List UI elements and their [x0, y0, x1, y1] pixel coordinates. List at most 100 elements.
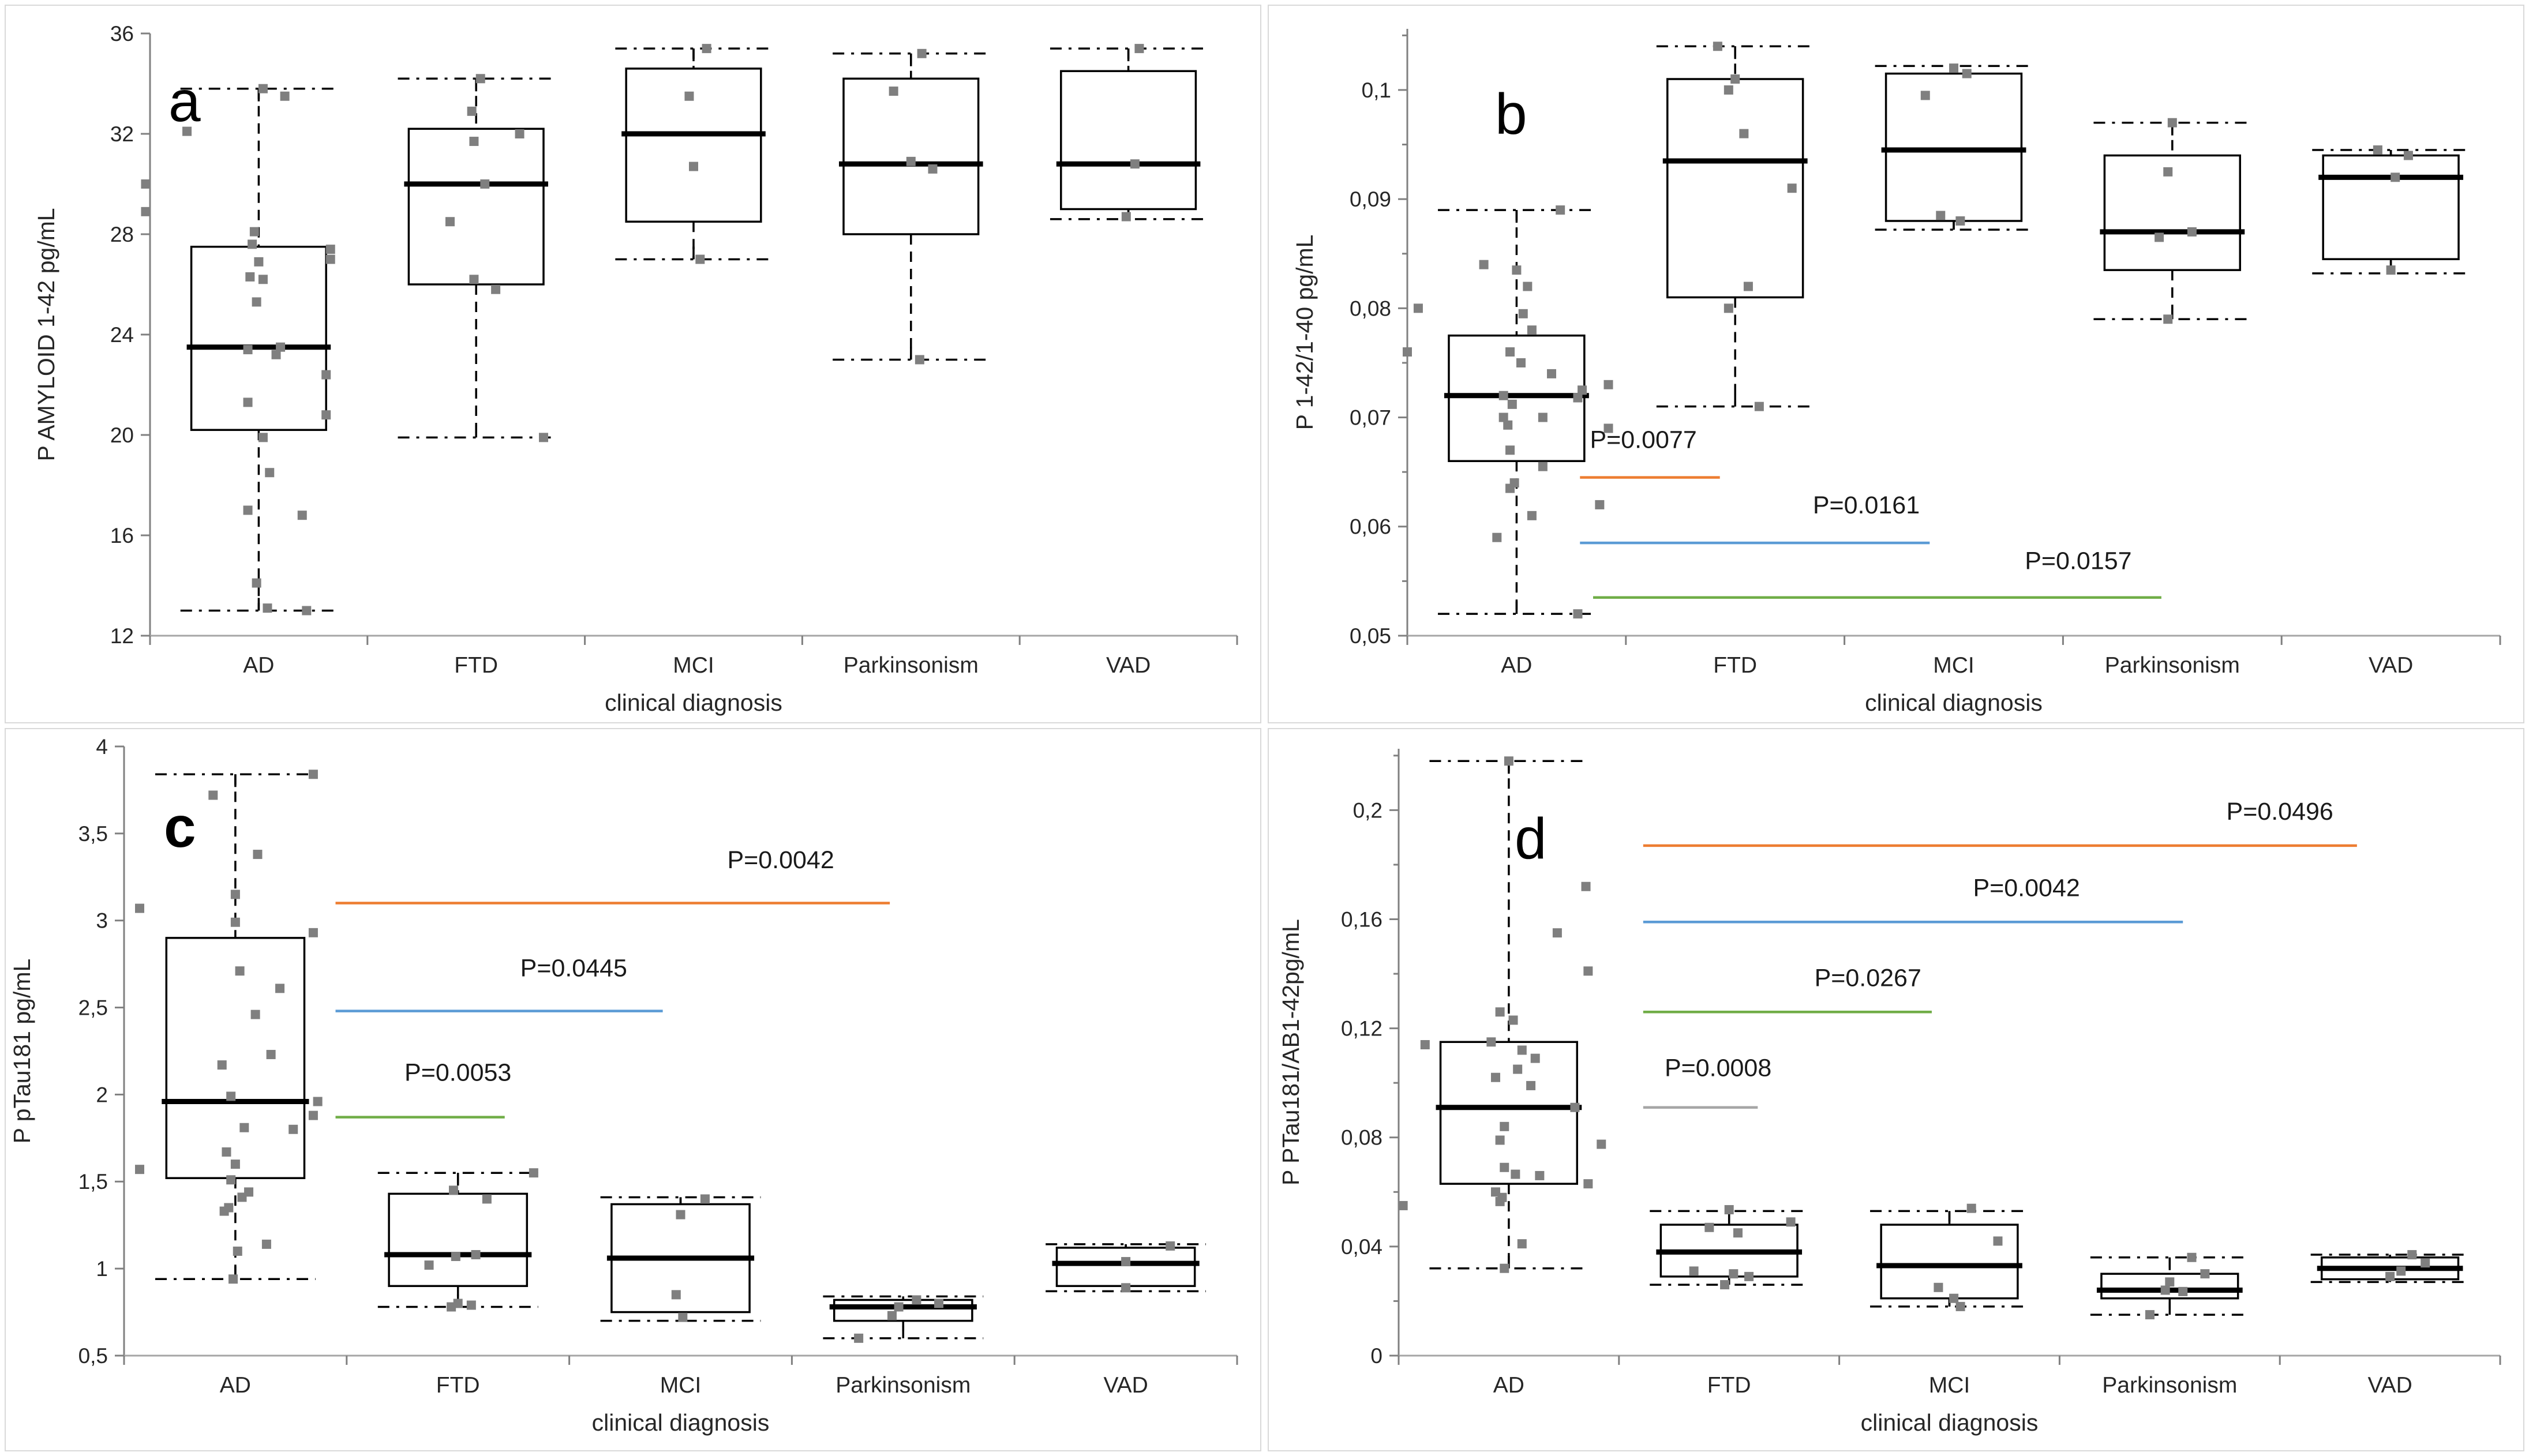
y-tick-label: 28	[110, 223, 134, 246]
data-point	[2165, 1277, 2175, 1287]
data-point	[1492, 532, 1502, 542]
data-point	[912, 1295, 921, 1305]
x-category-label: AD	[220, 1373, 251, 1398]
panel-letter: c	[164, 795, 196, 860]
x-category-label: FTD	[436, 1373, 480, 1398]
data-point	[1527, 511, 1537, 520]
box	[625, 67, 762, 223]
box	[1448, 334, 1586, 463]
data-point	[1547, 369, 1557, 378]
p-value-label: P=0.0053	[404, 1059, 511, 1086]
data-point	[515, 129, 524, 138]
y-tick-label: 12	[110, 624, 134, 648]
x-category-label: VAD	[1103, 1373, 1148, 1398]
boxplot-MCI	[615, 47, 772, 261]
data-point	[289, 1124, 298, 1134]
data-point	[894, 1302, 904, 1312]
data-point	[480, 179, 490, 189]
data-point	[275, 984, 285, 993]
x-category-label: Parkinsonism	[2105, 653, 2240, 678]
y-tick-label: 0	[1370, 1344, 1382, 1368]
data-point	[2386, 265, 2396, 275]
data-point	[471, 1250, 481, 1260]
p-value-label: P=0.0445	[520, 954, 627, 982]
data-point	[243, 345, 253, 355]
data-point	[1583, 1179, 1593, 1189]
data-point	[445, 217, 455, 227]
data-point	[1134, 44, 1144, 54]
data-point	[182, 126, 192, 136]
data-point	[2187, 1252, 2197, 1262]
data-point	[321, 370, 331, 380]
data-point	[2163, 167, 2173, 177]
data-point	[2187, 227, 2197, 237]
data-point	[253, 850, 263, 860]
data-point	[1518, 309, 1528, 318]
data-point	[228, 1274, 238, 1284]
box	[1439, 1041, 1579, 1185]
data-point	[141, 207, 151, 216]
data-point	[1512, 265, 1522, 275]
p-value-label: P=0.0008	[1665, 1054, 1771, 1082]
data-point	[1121, 1283, 1131, 1293]
x-axis-title: clinical diagnosis	[1865, 689, 2043, 716]
data-point	[889, 87, 898, 96]
x-category-label: FTD	[1707, 1373, 1751, 1398]
data-point	[695, 254, 705, 264]
data-point	[1966, 1203, 1976, 1213]
data-point	[2160, 1285, 2170, 1295]
data-point	[1573, 609, 1583, 619]
data-point	[1500, 1162, 1509, 1172]
data-point	[1573, 393, 1583, 403]
y-tick-label: 0,08	[1341, 1126, 1382, 1150]
box	[388, 1192, 529, 1288]
y-tick-label: 0,06	[1350, 515, 1391, 539]
data-point	[2167, 118, 2177, 127]
data-point	[1486, 1037, 1496, 1047]
data-point	[141, 179, 151, 189]
data-point	[1513, 1064, 1523, 1074]
p-value-label: P=0.0042	[727, 846, 834, 874]
data-point	[208, 790, 218, 800]
data-point	[1733, 1228, 1743, 1238]
data-point	[1130, 159, 1140, 169]
data-point	[1526, 1080, 1536, 1090]
data-point	[239, 1123, 249, 1132]
data-point	[1787, 183, 1797, 193]
data-point	[254, 257, 264, 267]
y-tick-label: 20	[110, 423, 134, 447]
data-point	[1581, 881, 1591, 891]
x-axis-title: clinical diagnosis	[605, 689, 782, 716]
data-point	[271, 350, 281, 359]
data-point	[1578, 385, 1587, 395]
panel-letter: b	[1495, 82, 1527, 147]
data-point	[280, 91, 290, 101]
y-tick-label: 0,05	[1350, 624, 1391, 648]
x-category-label: AD	[1501, 653, 1532, 678]
data-point	[2178, 1286, 2188, 1296]
data-point	[2200, 1269, 2210, 1279]
box	[1880, 1224, 2019, 1300]
data-point	[1595, 500, 1605, 509]
data-point	[226, 1091, 236, 1101]
x-category-label: MCI	[1929, 1373, 1970, 1398]
data-point	[237, 1192, 247, 1202]
data-point	[258, 275, 268, 284]
data-point	[252, 578, 261, 588]
data-point	[1786, 1217, 1796, 1227]
data-point	[539, 433, 549, 442]
box	[1055, 1247, 1196, 1288]
x-category-label: VAD	[1106, 653, 1151, 678]
data-point	[243, 505, 253, 515]
data-point	[1505, 347, 1515, 357]
data-point	[1724, 303, 1733, 313]
data-point	[451, 1252, 460, 1262]
data-point	[252, 297, 261, 307]
x-category-label: VAD	[2367, 1373, 2412, 1398]
data-point	[1538, 412, 1548, 422]
boxplot-MCI	[1870, 1210, 2029, 1308]
box	[1666, 78, 1804, 299]
